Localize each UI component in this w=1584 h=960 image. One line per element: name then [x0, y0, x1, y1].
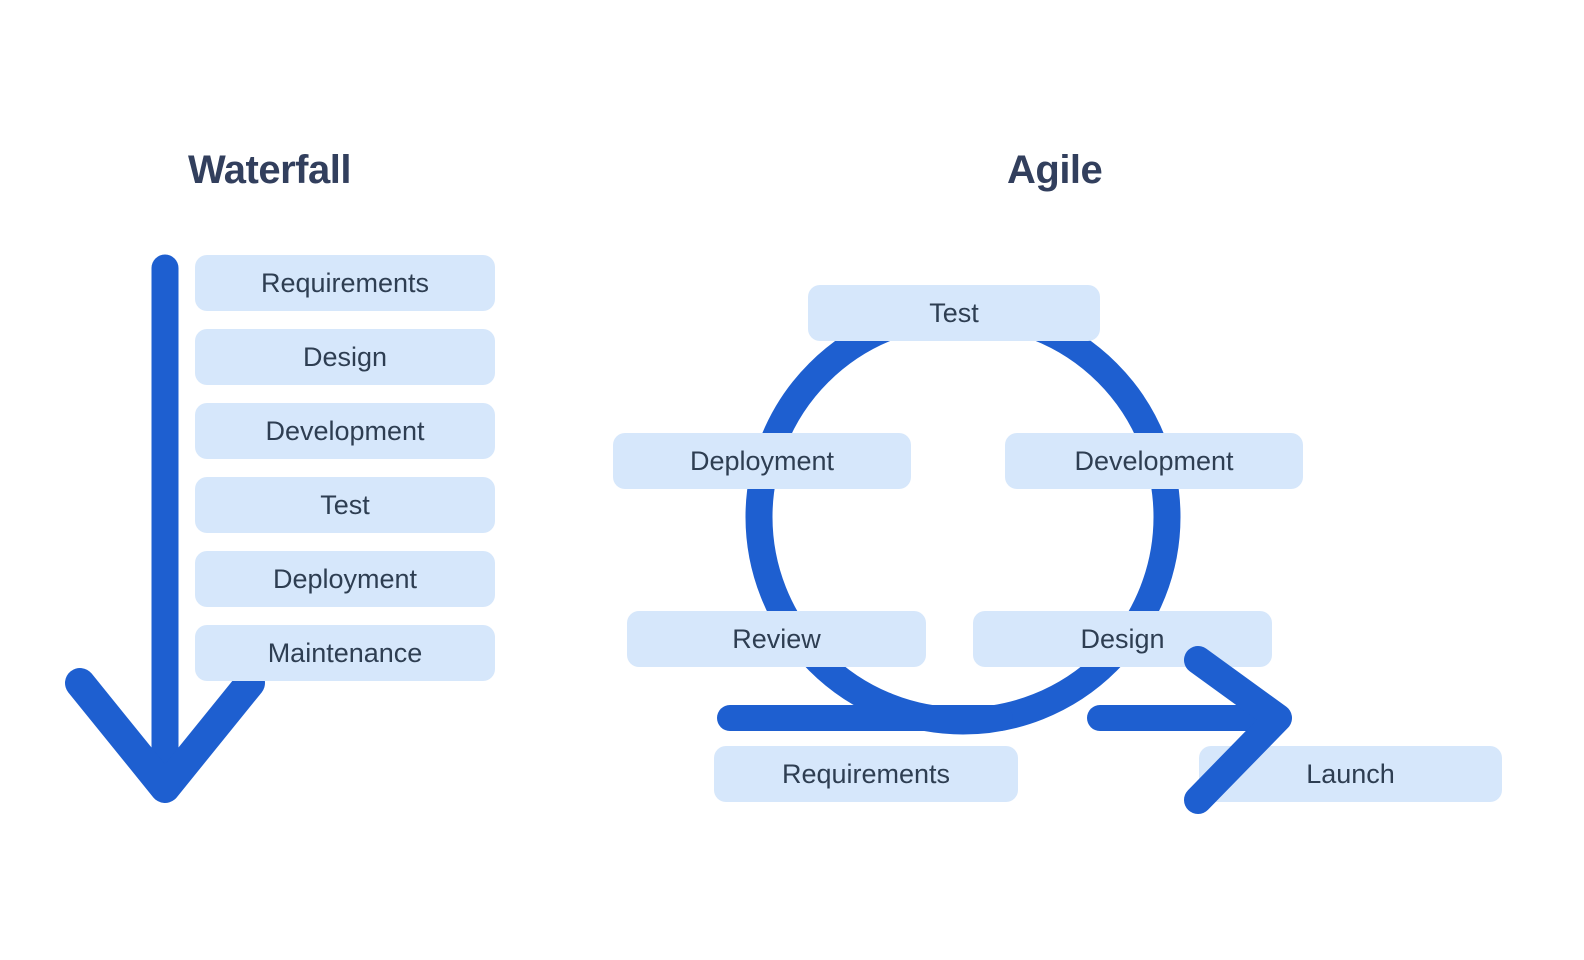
agile-stage-deployment[interactable]: Deployment: [613, 433, 911, 489]
stage-label: Development: [1074, 445, 1234, 476]
stage-label: Launch: [1306, 758, 1395, 789]
waterfall-stage-design[interactable]: Design: [195, 329, 495, 385]
waterfall-stage-development[interactable]: Development: [195, 403, 495, 459]
agile-stage-design[interactable]: Design: [973, 611, 1272, 667]
stage-label: Development: [265, 415, 425, 446]
agile-stage-launch[interactable]: Launch: [1199, 746, 1502, 802]
stage-label: Maintenance: [267, 637, 423, 668]
agile-stage-requirements[interactable]: Requirements: [714, 746, 1018, 802]
stage-label: Test: [929, 297, 979, 328]
stage-label: Deployment: [272, 563, 418, 594]
stage-label: Requirements: [260, 267, 430, 298]
agile-stage-test[interactable]: Test: [808, 285, 1100, 341]
waterfall-stage-test[interactable]: Test: [195, 477, 495, 533]
agile-stage-development[interactable]: Development: [1005, 433, 1303, 489]
waterfall-title: Waterfall: [188, 148, 351, 192]
waterfall-stage-maintenance[interactable]: Maintenance: [195, 625, 495, 681]
stage-label: Design: [1080, 623, 1165, 654]
agile-stage-review[interactable]: Review: [627, 611, 926, 667]
stage-label: Review: [732, 623, 821, 654]
waterfall-stage-requirements[interactable]: Requirements: [195, 255, 495, 311]
waterfall-stage-deployment[interactable]: Deployment: [195, 551, 495, 607]
stage-label: Deployment: [689, 445, 835, 476]
stage-label: Test: [320, 489, 370, 520]
agile-title: Agile: [1007, 148, 1103, 192]
stage-label: Requirements: [781, 758, 951, 789]
stage-label: Design: [302, 341, 388, 372]
